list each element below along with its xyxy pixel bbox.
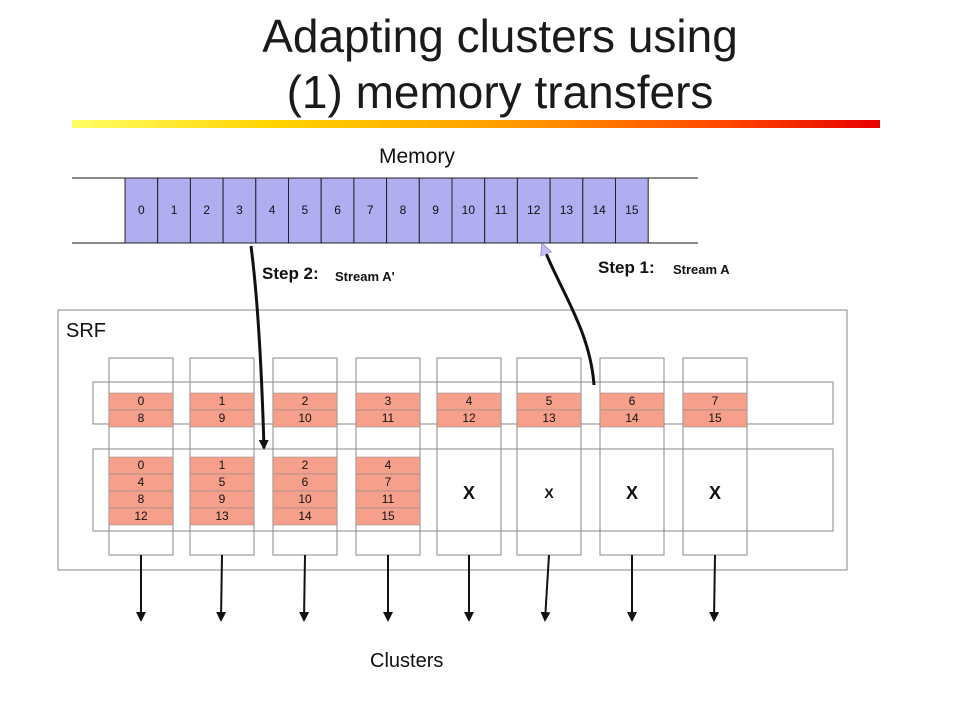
step2-arrow — [249, 245, 269, 450]
srf-top-cell-label: 9 — [218, 411, 226, 425]
memory-cell — [189, 177, 224, 244]
srf-top-cell-label: 3 — [384, 394, 392, 408]
title-line-2: (1) memory transfers — [286, 66, 714, 118]
srf-top-cell-label: 6 — [628, 394, 636, 408]
memory-cell — [418, 177, 453, 244]
srf-top-cell — [108, 409, 174, 428]
srf-top-cell — [599, 409, 665, 428]
memory-cell-label: 15 — [625, 203, 639, 217]
srf-top-cell-label: 0 — [137, 394, 145, 408]
srf-empty-mark: X — [625, 483, 638, 503]
srf-bottom-cell-label: 5 — [218, 475, 226, 489]
memory-cell-label: 12 — [527, 203, 541, 217]
srf-empty-mark: X — [544, 485, 554, 501]
memory-cell-label: 3 — [236, 203, 243, 217]
srf-top-cell-label: 13 — [542, 411, 556, 425]
memory-cell-label: 13 — [559, 203, 574, 217]
memory-cell — [157, 177, 191, 244]
srf-empty-mark: X — [462, 483, 475, 503]
memory-cell-label: 14 — [592, 203, 606, 217]
srf-bottom-cell-label: 2 — [301, 458, 309, 472]
title-gradient-bar — [72, 120, 880, 128]
step1-label: Step 1: — [598, 258, 655, 277]
memory-label: Memory — [379, 145, 455, 168]
srf-top-cell-label: 12 — [462, 411, 476, 425]
srf-bottom-cell-label: 4 — [137, 475, 145, 489]
cluster-arrow — [299, 554, 310, 622]
cluster-arrow — [216, 554, 227, 622]
srf-lane — [436, 357, 502, 556]
srf-top-cell-label: 8 — [137, 411, 145, 425]
srf-bottom-cell-label: 4 — [384, 458, 392, 472]
srf-bottom-cell-label: 0 — [137, 458, 145, 472]
srf-lane — [599, 357, 665, 556]
srf-top-cell-label: 5 — [545, 394, 553, 408]
srf-top-cell — [189, 409, 255, 428]
srf-top-cell-label: 1 — [218, 394, 226, 408]
srf-bottom-cell-label: 11 — [381, 492, 395, 506]
memory-cell — [451, 177, 486, 244]
clusters-label: Clusters — [370, 650, 444, 672]
memory-cell — [516, 177, 551, 244]
srf-box — [57, 309, 848, 571]
memory-cell-label: 7 — [366, 203, 374, 217]
srf-bottom-cell-label: 8 — [137, 492, 145, 506]
srf-bottom-cell-label: 15 — [381, 509, 395, 523]
srf-top-cell-label: 11 — [381, 411, 395, 425]
srf-top-cell — [436, 409, 502, 428]
memory-cell — [124, 177, 159, 244]
srf-bottom-cell-label: 13 — [215, 509, 229, 523]
memory-cell-label: 11 — [494, 203, 508, 217]
srf-top-cell — [355, 409, 421, 428]
srf-bottom-cell-label: 6 — [301, 475, 309, 489]
srf-top-cell-label: 15 — [708, 411, 722, 425]
memory-cell — [615, 177, 649, 244]
srf-bottom-cell-label: 10 — [298, 492, 312, 506]
step2-label: Step 2: — [262, 264, 319, 283]
srf-top-cell-label: 2 — [301, 394, 309, 408]
memory-cell-label: 8 — [399, 203, 407, 217]
memory-cell — [353, 177, 388, 244]
srf-top-cell — [272, 409, 338, 428]
srf-top-cell-label: 4 — [465, 394, 473, 408]
cluster-arrow — [540, 554, 551, 622]
memory-cell-label: 1 — [170, 203, 178, 217]
srf-top-cell-label: 10 — [298, 411, 312, 425]
srf-empty-mark: X — [708, 483, 721, 503]
cluster-arrow — [709, 554, 720, 622]
srf-lane — [682, 357, 748, 556]
srf-bottom-cell-label: 12 — [134, 509, 148, 523]
memory-cell-label: 0 — [138, 203, 145, 217]
memory-cell-label: 9 — [432, 203, 439, 217]
memory-cell-label: 10 — [461, 203, 476, 217]
srf-bottom-cell — [272, 507, 338, 526]
srf-top-cell — [682, 409, 748, 428]
srf-bottom-cell-label: 1 — [218, 458, 226, 472]
memory-cell — [484, 177, 518, 244]
srf-bottom-cell-label: 9 — [218, 492, 226, 506]
srf-top-cell-label: 7 — [711, 394, 719, 408]
title-line-1: Adapting clusters using — [262, 10, 738, 62]
srf-bottom-cell — [189, 507, 255, 526]
srf-bottom-cell — [108, 507, 174, 526]
srf-bottom-cell — [355, 507, 421, 526]
srf-bottom-cell-label: 14 — [298, 509, 312, 523]
memory-cell-label: 4 — [268, 203, 276, 217]
memory-cell — [255, 177, 290, 244]
memory-cell — [386, 177, 420, 244]
step2-stream-label: Stream A' — [335, 269, 395, 284]
step1-stream-label: Stream A — [673, 262, 730, 277]
srf-top-cell-label: 14 — [625, 411, 639, 425]
srf-bottom-cell-label: 7 — [384, 475, 392, 489]
memory-cell-label: 2 — [203, 203, 211, 217]
srf-lane — [516, 357, 582, 556]
memory-cell-label: 5 — [301, 203, 309, 217]
memory-cell-label: 6 — [334, 203, 341, 217]
step1-arrow — [543, 246, 596, 386]
srf-top-cell — [516, 409, 582, 428]
srf-label: SRF — [66, 320, 106, 342]
